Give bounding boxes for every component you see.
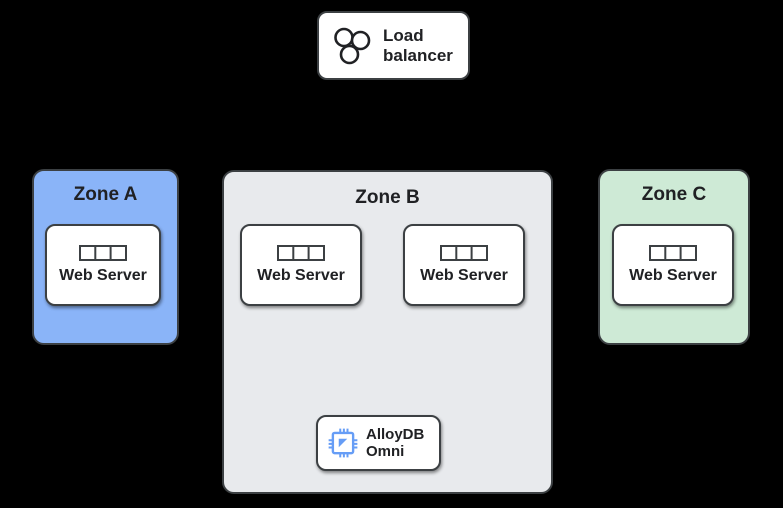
web-server-b1-node[interactable]: Web Server — [240, 224, 362, 306]
load-balancer-node[interactable]: Load balancer — [317, 11, 470, 80]
web-server-c-label: Web Server — [629, 267, 717, 284]
load-balancer-icon — [334, 27, 371, 64]
web-server-icon — [79, 245, 127, 261]
web-server-a-label: Web Server — [59, 267, 147, 284]
web-server-a-node[interactable]: Web Server — [45, 224, 161, 306]
web-server-b2-label: Web Server — [420, 267, 508, 284]
load-balancer-label: Load balancer — [383, 25, 453, 65]
web-server-b1-label: Web Server — [257, 267, 345, 284]
alloydb-omni-node[interactable]: AlloyDB Omni — [316, 415, 441, 471]
cpu-chip-icon — [328, 428, 358, 458]
web-server-icon — [649, 245, 697, 261]
web-server-icon — [277, 245, 325, 261]
alloydb-omni-label: AlloyDB Omni — [366, 425, 425, 460]
zone-b-title: Zone B — [355, 187, 420, 208]
web-server-b2-node[interactable]: Web Server — [403, 224, 525, 306]
web-server-c-node[interactable]: Web Server — [612, 224, 734, 306]
zone-c-title: Zone C — [641, 184, 707, 205]
web-server-icon — [440, 245, 488, 261]
zone-a-title: Zone A — [73, 184, 138, 205]
